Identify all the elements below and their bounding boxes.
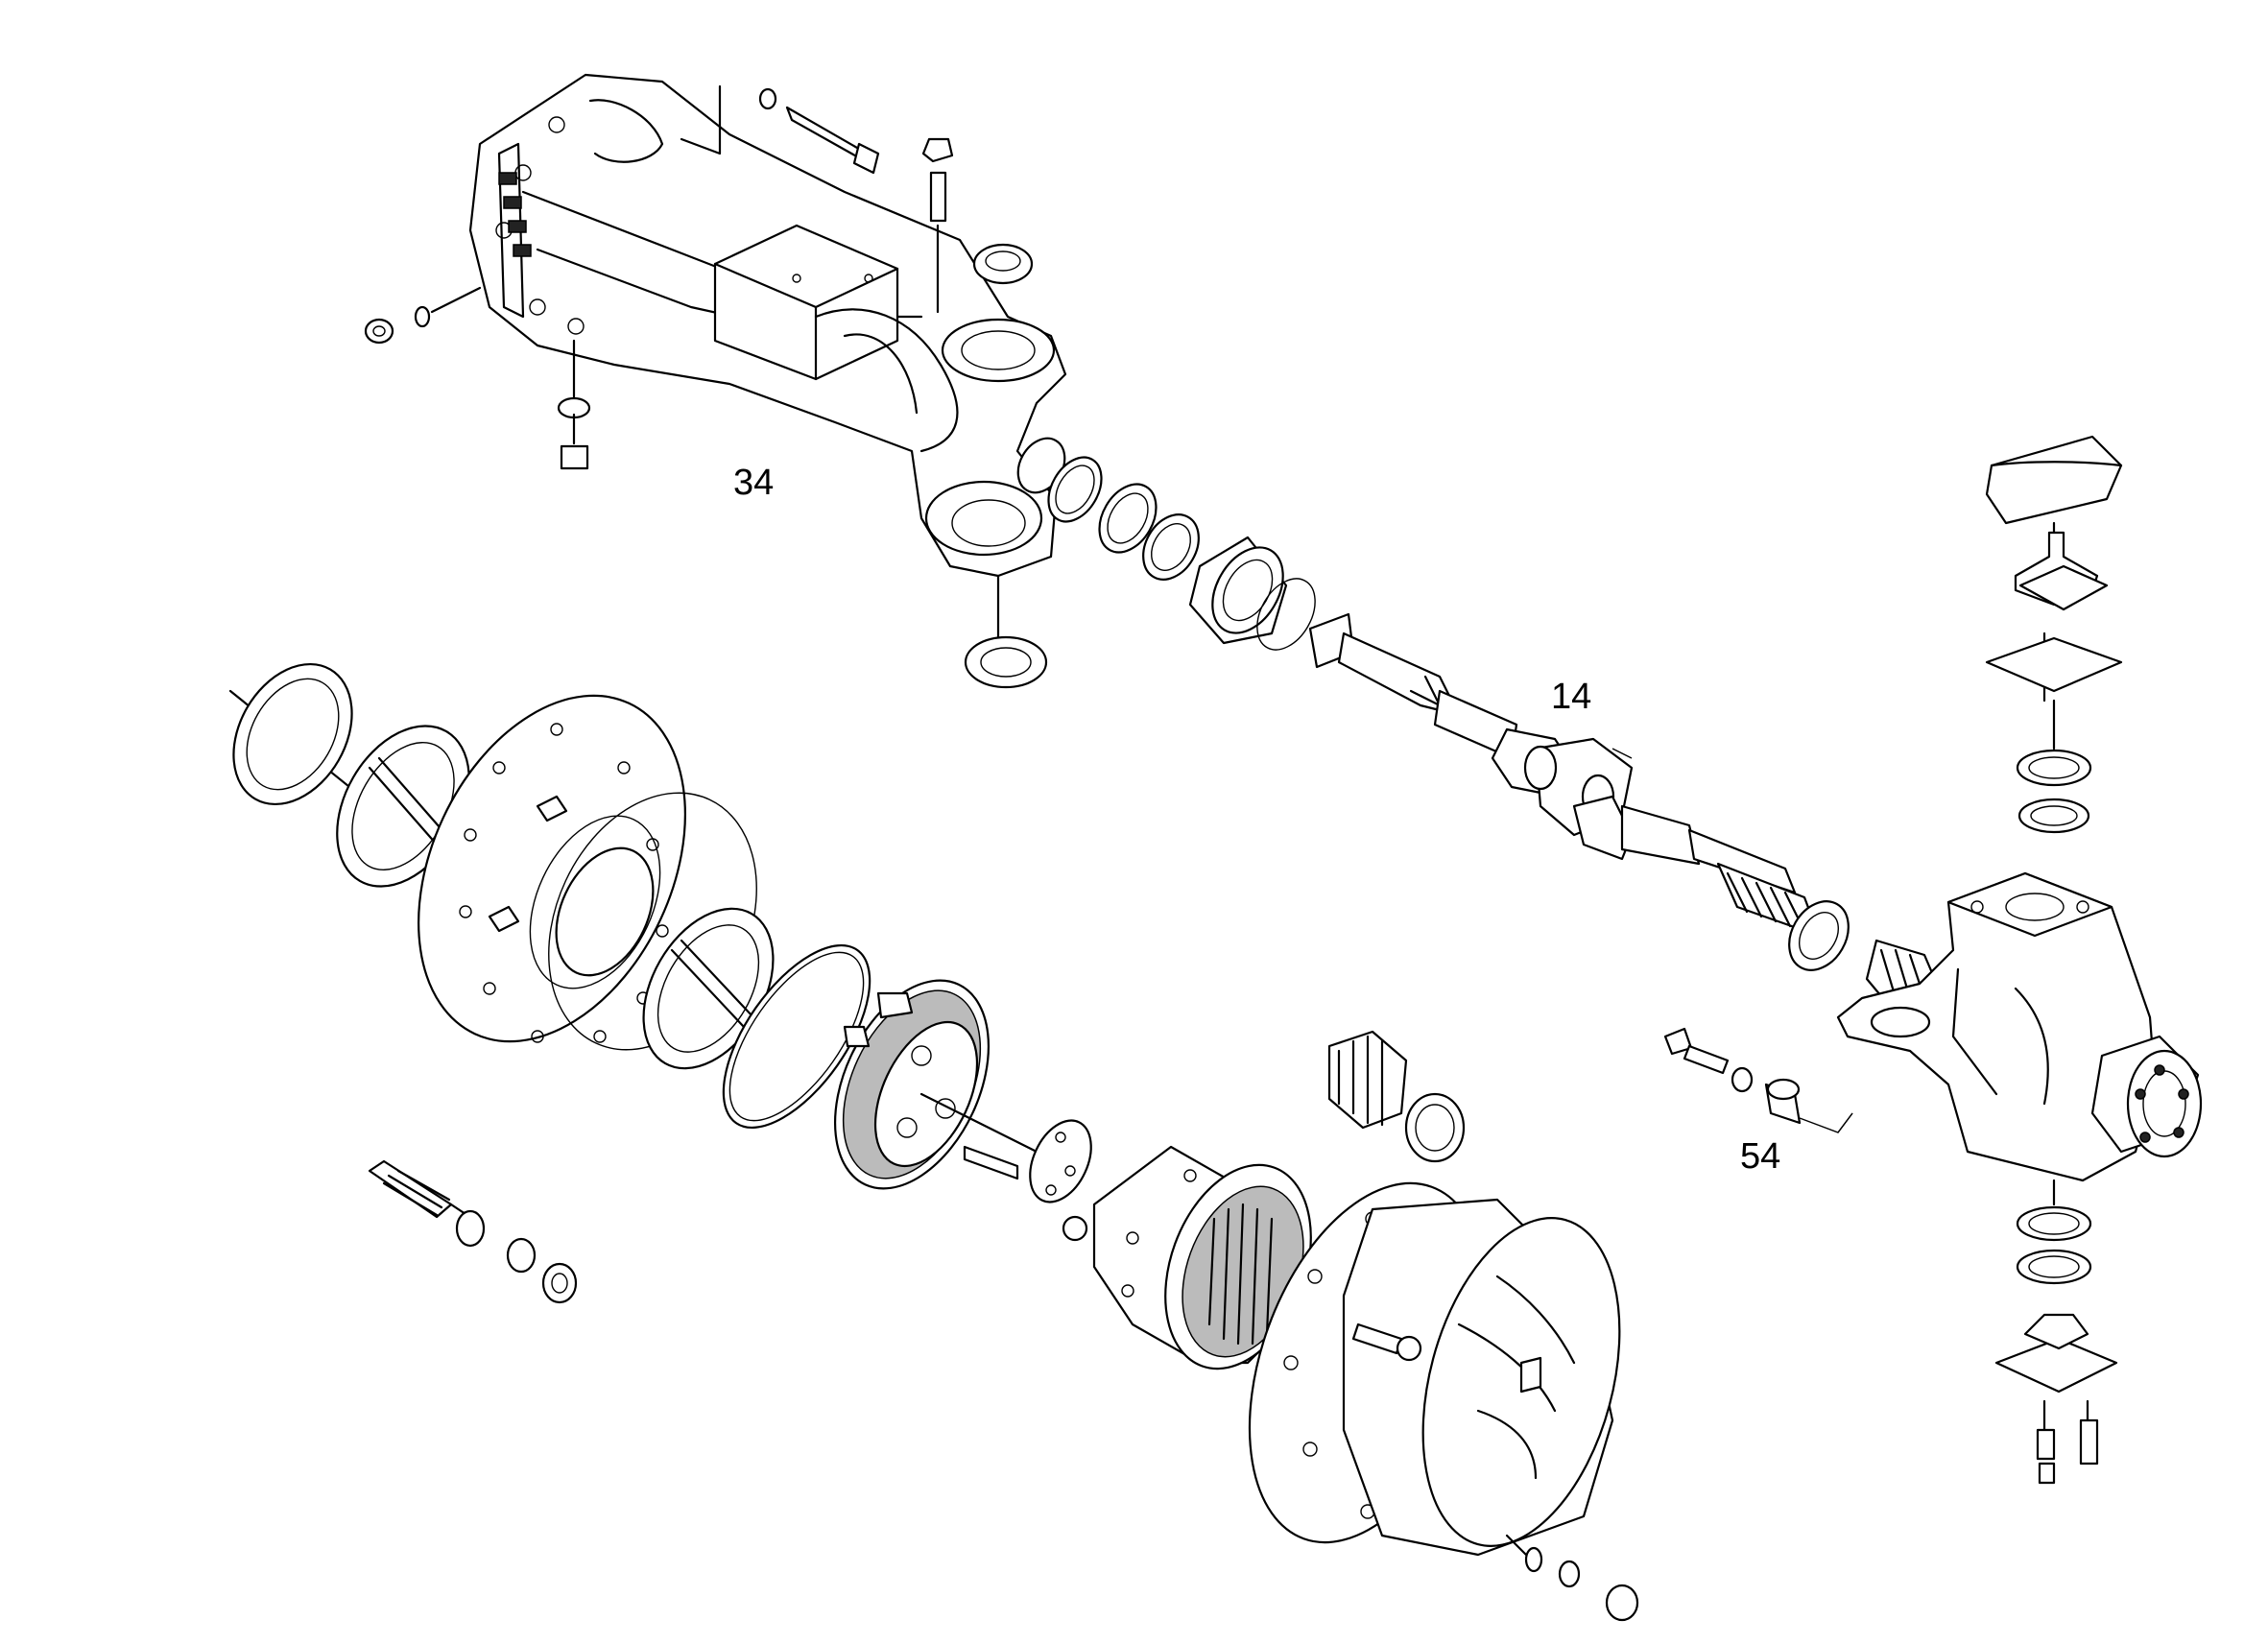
wheel-stud-hardware bbox=[368, 1159, 578, 1304]
wheel-hub bbox=[228, 662, 871, 1130]
callout-34: 34 bbox=[733, 463, 775, 503]
callout-14: 14 bbox=[1551, 677, 1592, 717]
leader-lines bbox=[1611, 748, 1853, 1133]
housing-hardware bbox=[364, 84, 1048, 689]
steering-knuckle bbox=[1836, 435, 2203, 1485]
knuckle-pin-hardware bbox=[1663, 1027, 1853, 1133]
axle-housing bbox=[468, 73, 1067, 578]
drive-shaft bbox=[1308, 612, 1941, 1010]
hub-cover bbox=[1248, 1181, 1639, 1622]
shaft-bearings-upper bbox=[1016, 437, 1316, 651]
callout-54: 54 bbox=[1740, 1136, 1781, 1177]
